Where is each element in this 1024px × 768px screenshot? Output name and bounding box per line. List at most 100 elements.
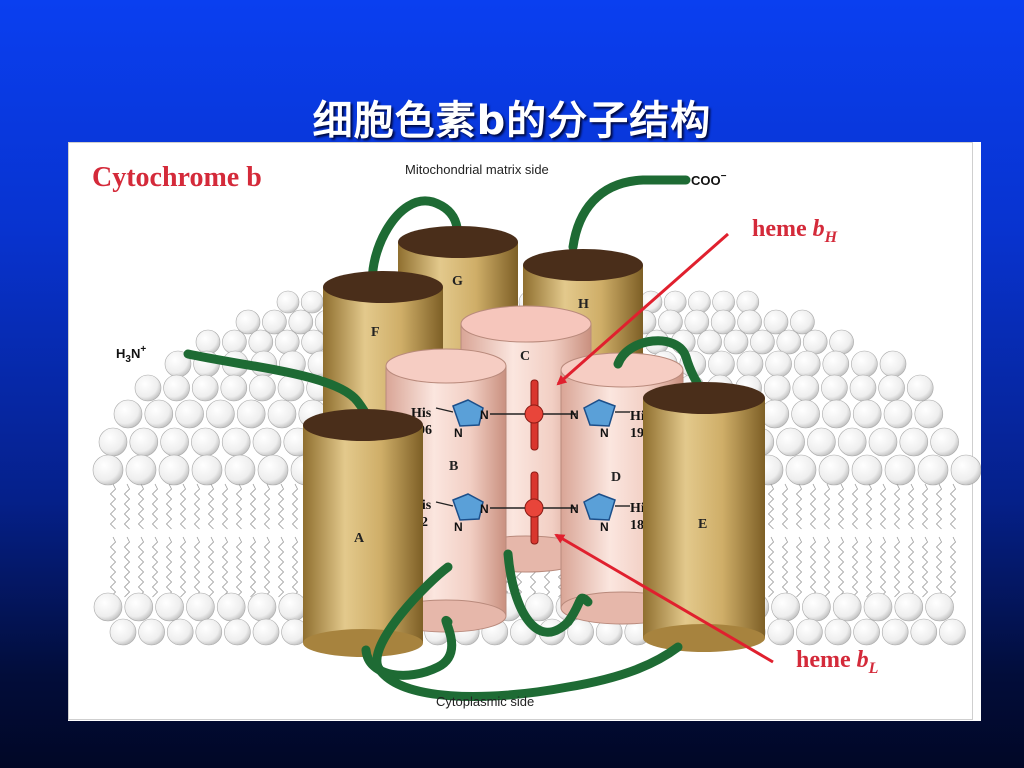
lipid-head — [92, 454, 124, 486]
helix-label-c: C — [520, 349, 530, 364]
lipid-head — [236, 399, 266, 429]
loops-cytoplasmic — [361, 549, 683, 702]
lipid-head — [247, 592, 277, 622]
slide-title: 细胞色素b的分子结构 — [312, 98, 712, 144]
lipid-head — [878, 374, 905, 402]
lipid-head — [765, 350, 792, 378]
helix-a: A — [303, 409, 423, 657]
lipid-head — [790, 309, 815, 335]
lipid-head — [853, 618, 880, 646]
lipid-head — [267, 399, 297, 429]
lipid-tail — [809, 536, 817, 598]
lipid-tail — [277, 536, 285, 598]
cytochrome-b-figure: G H F C B D — [68, 142, 981, 721]
lipid-head — [837, 427, 867, 457]
lipid-head — [796, 618, 823, 646]
his-label-upper-left: His — [411, 406, 432, 421]
lipid-tail — [291, 483, 299, 530]
lipid-head — [252, 427, 282, 457]
lipid-head — [818, 454, 850, 486]
lipid-head — [851, 454, 883, 486]
lipid-tail — [123, 483, 131, 530]
lipid-tail — [879, 483, 887, 530]
lipid-head — [776, 329, 802, 355]
lipid-head — [807, 427, 836, 457]
lipid-head — [663, 290, 687, 314]
lipid-head — [851, 350, 878, 378]
lipid-head — [684, 309, 710, 335]
lipid-head — [829, 329, 854, 355]
lipid-head — [802, 329, 828, 355]
lipid-head — [166, 618, 194, 646]
cytochrome-b-diagram: G H F C B D — [68, 142, 981, 720]
lipid-head — [160, 427, 189, 457]
nitrogen-label: N — [570, 408, 579, 422]
lipid-tail — [949, 536, 957, 598]
lipid-head — [274, 329, 300, 355]
lipid-head — [708, 350, 735, 378]
lipid-tail — [921, 536, 929, 598]
heme-bh-label: heme bH — [752, 216, 838, 246]
lipid-tail — [249, 536, 257, 598]
lipid-head — [712, 290, 735, 314]
lipid-head — [300, 290, 324, 314]
lipid-head — [191, 374, 219, 402]
lipid-tail — [781, 483, 789, 530]
loop-c-d — [503, 549, 593, 637]
loop-b-lower — [372, 562, 683, 702]
lipid-tail — [109, 483, 117, 530]
nitrogen-label: N — [454, 520, 463, 534]
lipid-head — [175, 399, 204, 429]
lipid-tail — [193, 483, 201, 530]
lipid-head — [524, 592, 554, 622]
lipid-tail — [109, 536, 117, 598]
lipid-head — [832, 592, 862, 622]
lipid-tail — [123, 536, 131, 598]
lipid-head — [658, 309, 683, 335]
lipid-head — [767, 618, 795, 646]
figure-border — [68, 142, 973, 720]
lipid-head — [822, 399, 851, 429]
lipid-head — [262, 309, 287, 335]
lipid-head — [883, 399, 913, 429]
lipid-head — [894, 592, 924, 622]
arrow-heme-bh — [556, 232, 729, 386]
lipid-tail — [263, 483, 271, 530]
lipid-head — [914, 399, 944, 429]
heme-bl-label: heme bL — [796, 647, 879, 677]
lipid-head — [881, 618, 909, 646]
lipid-tail — [137, 483, 145, 530]
lipid-head — [793, 350, 821, 378]
lipid-head — [206, 399, 235, 429]
lipid-tail — [207, 483, 215, 530]
lipid-tail — [179, 536, 187, 598]
lipid-head — [688, 290, 711, 314]
lipid-head — [776, 427, 805, 457]
lipid-head — [195, 618, 223, 646]
lipid-head — [113, 399, 143, 429]
lipid-head — [930, 427, 959, 457]
lipid-tail — [249, 483, 257, 530]
lipid-head — [248, 329, 274, 355]
lipid-head — [723, 329, 749, 355]
lipid-tail — [879, 536, 887, 598]
arrow-heme-bl — [554, 533, 774, 664]
nitrogen-label: N — [480, 502, 489, 516]
helix-label-d: D — [611, 470, 621, 485]
lipid-head — [224, 454, 256, 486]
helix-e: E — [643, 382, 765, 652]
lipid-head — [301, 329, 326, 355]
matrix-side-label: Mitochondrial matrix side — [405, 162, 549, 177]
lipid-head — [93, 592, 123, 622]
lipid-head — [220, 374, 248, 402]
lipid-head — [852, 399, 882, 429]
lipid-head — [249, 374, 276, 402]
lipid-tail — [235, 536, 243, 598]
lipid-tail — [165, 536, 173, 598]
lipid-head — [791, 399, 820, 429]
lipid-tail — [893, 536, 901, 598]
lipid-tail — [235, 483, 243, 530]
lipid-tail — [837, 483, 845, 530]
lipid-tail — [851, 483, 859, 530]
lipid-head — [917, 454, 949, 486]
